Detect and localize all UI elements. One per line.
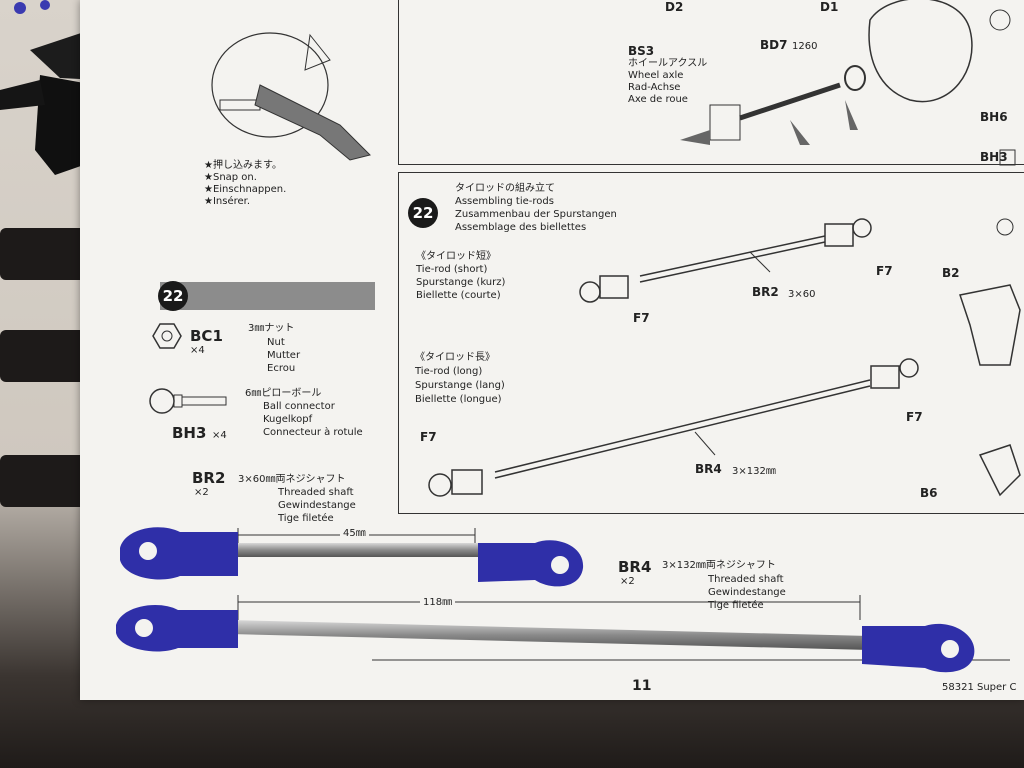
- br4-part-label: BR4: [618, 558, 652, 576]
- long-rod-de: Spurstange (lang): [415, 380, 505, 391]
- dim-long-label: 118㎜: [420, 597, 456, 609]
- snap-text-en: ★Snap on.: [204, 172, 257, 183]
- step-title-fr: Assemblage des biellettes: [455, 222, 587, 233]
- snap-text-jp: ★押し込みます。: [204, 160, 282, 171]
- label-br2: BR2: [752, 285, 779, 299]
- bc1-label: BC1: [190, 327, 223, 345]
- br4-fr: Tige filetée: [708, 600, 764, 611]
- br2-fr: Tige filetée: [278, 513, 334, 524]
- parts-list-header-bar: [160, 282, 375, 310]
- step-frame-22: [398, 172, 1024, 514]
- bh3-jp: 6㎜ピローボール: [245, 388, 322, 399]
- bc1-en: Nut: [267, 337, 285, 348]
- long-rod-jp: 《タイロッド長》: [415, 352, 495, 363]
- label-br4: BR4: [695, 462, 722, 476]
- long-rod-fr: Biellette (longue): [415, 394, 502, 405]
- bc1-qty: ×4: [190, 345, 205, 356]
- axle-assembly-diagram: [680, 0, 1016, 166]
- label-bd7: BD7: [760, 38, 788, 52]
- bh3-fr: Connecteur à rotule: [263, 427, 363, 438]
- bc1-de: Mutter: [267, 350, 301, 361]
- label-f7-short-left: F7: [633, 311, 650, 325]
- bs3-en: Wheel axle: [628, 70, 684, 81]
- label-bs3: BS3: [628, 44, 655, 58]
- bh3-qty: ×4: [212, 430, 227, 441]
- bh3-label: BH3: [172, 424, 207, 442]
- br2-qty: ×2: [194, 487, 209, 498]
- step-title-jp: タイロッドの組み立て: [455, 183, 555, 194]
- label-b6: B6: [920, 486, 938, 500]
- snap-on-diagram: [211, 32, 371, 161]
- bh3-de: Kugelkopf: [263, 414, 313, 425]
- step-frame-top: [398, 0, 1024, 165]
- label-f7-long-right: F7: [906, 410, 923, 424]
- footer: 58321 Super C: [942, 682, 1017, 693]
- label-d2: D2: [665, 0, 684, 14]
- br2-en: Threaded shaft: [278, 487, 354, 498]
- label-f7-long-left: F7: [420, 430, 437, 444]
- long-tie-rod-diagram: [428, 358, 919, 497]
- br4-jp: 3×132㎜両ネジシャフト: [662, 560, 776, 571]
- label-b2: B2: [942, 266, 960, 280]
- dim-short-label: 45㎜: [340, 528, 369, 540]
- short-rod-jp: 《タイロッド短》: [416, 251, 496, 262]
- parts-step-badge: 22: [158, 281, 188, 311]
- bs3-de: Rad-Achse: [628, 82, 681, 93]
- step-number-badge: 22: [408, 198, 438, 228]
- short-rod-en: Tie-rod (short): [416, 264, 488, 275]
- long-rod-en: Tie-rod (long): [415, 366, 483, 377]
- short-tie-rod-diagram: [579, 218, 872, 303]
- label-d1: D1: [820, 0, 839, 14]
- instruction-manual-page: ★押し込みます。 ★Snap on. ★Einschnappen. ★Insér…: [80, 0, 1024, 700]
- bh3-en: Ball connector: [263, 401, 335, 412]
- step-title-en: Assembling tie-rods: [455, 196, 554, 207]
- bc1-jp: 3㎜ナット: [248, 323, 295, 334]
- br4-size: 3×132㎜: [732, 466, 776, 477]
- nut-icon: [152, 323, 182, 349]
- label-f7-short-right: F7: [876, 264, 893, 278]
- bs3-jp: ホイールアクスル: [628, 58, 708, 69]
- short-rod-de: Spurstange (kurz): [416, 277, 506, 288]
- br2-de: Gewindestange: [278, 500, 356, 511]
- snap-text-fr: ★Insérer.: [204, 196, 251, 207]
- br2-size: 3×60: [788, 289, 816, 300]
- br4-en: Threaded shaft: [708, 574, 784, 585]
- br2-part-label: BR2: [192, 469, 226, 487]
- short-rod-fr: Biellette (courte): [416, 290, 501, 301]
- page-number: 11: [632, 678, 652, 694]
- label-bh3-top: BH3: [980, 150, 1008, 164]
- label-bh6: BH6: [980, 110, 1008, 124]
- br4-qty: ×2: [620, 576, 635, 587]
- step-title-de: Zusammenbau der Spurstangen: [455, 209, 617, 220]
- ball-connector-icon: [149, 388, 227, 414]
- br4-de: Gewindestange: [708, 587, 786, 598]
- steering-parts-diagram: [959, 218, 1021, 497]
- bc1-fr: Ecrou: [267, 363, 296, 374]
- br2-jp: 3×60㎜両ネジシャフト: [238, 474, 346, 485]
- bd7-size: 1260: [792, 41, 818, 52]
- snap-text-de: ★Einschnappen.: [204, 184, 287, 195]
- bs3-fr: Axe de roue: [628, 94, 688, 105]
